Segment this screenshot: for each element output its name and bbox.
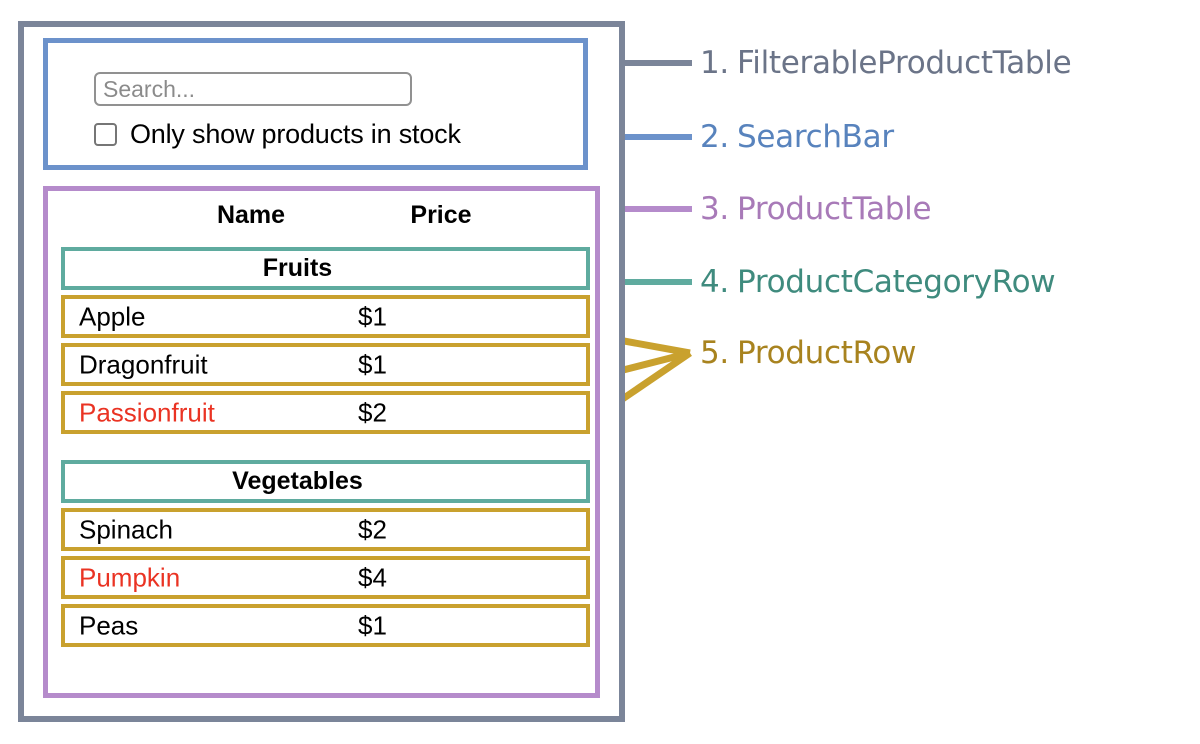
- column-header-name: Name: [216, 201, 286, 229]
- annotation-label-search-bar: 2.SearchBar: [700, 119, 894, 155]
- annotation-text: SearchBar: [736, 119, 894, 155]
- product-price: $1: [358, 301, 387, 331]
- product-row: Passionfruit $2: [61, 391, 590, 434]
- product-row: Apple $1: [61, 295, 590, 338]
- product-row: Peas $1: [61, 604, 590, 647]
- product-category-row: Vegetables: [61, 460, 590, 503]
- in-stock-checkbox[interactable]: [94, 123, 117, 146]
- product-table-frame: Name Price Fruits Apple $1 Dragonfruit $…: [43, 186, 600, 698]
- annotation-label-product-row: 5.ProductRow: [700, 335, 916, 371]
- in-stock-filter-row[interactable]: Only show products in stock: [94, 119, 461, 150]
- product-price: $4: [358, 562, 387, 592]
- product-table-header: Name Price: [48, 201, 588, 239]
- product-price: $1: [358, 349, 387, 379]
- product-row: Pumpkin $4: [61, 556, 590, 599]
- product-category-row: Fruits: [61, 247, 590, 290]
- annotation-text: FilterableProductTable: [736, 45, 1072, 81]
- annotation-text: ProductCategoryRow: [736, 264, 1056, 300]
- annotation-number: 4.: [700, 264, 729, 300]
- annotation-number: 1.: [700, 45, 729, 81]
- product-category-label: Fruits: [262, 254, 333, 282]
- product-category-label: Vegetables: [232, 467, 363, 495]
- annotation-text: ProductTable: [736, 191, 932, 227]
- in-stock-checkbox-label: Only show products in stock: [130, 119, 461, 149]
- product-table-body: Fruits Apple $1 Dragonfruit $1 Passionfr…: [61, 247, 590, 652]
- product-name: Pumpkin: [79, 562, 181, 592]
- annotation-text: ProductRow: [736, 335, 917, 371]
- column-header-price: Price: [410, 201, 472, 229]
- product-row: Spinach $2: [61, 508, 590, 551]
- search-input[interactable]: [94, 72, 412, 106]
- product-price: $1: [358, 610, 387, 640]
- product-price: $2: [358, 397, 387, 427]
- product-name: Dragonfruit: [79, 349, 208, 379]
- annotation-label-filterable-product-table: 1.FilterableProductTable: [700, 45, 1072, 81]
- annotation-number: 2.: [700, 119, 729, 155]
- annotation-label-product-table: 3.ProductTable: [700, 191, 932, 227]
- product-name: Peas: [79, 610, 139, 640]
- product-name: Apple: [79, 301, 146, 331]
- search-bar-frame: Only show products in stock: [43, 38, 588, 170]
- product-name: Passionfruit: [79, 397, 215, 427]
- annotation-number: 5.: [700, 335, 729, 371]
- annotation-label-product-category-row: 4.ProductCategoryRow: [700, 264, 1056, 300]
- product-price: $2: [358, 514, 387, 544]
- product-name: Spinach: [79, 514, 173, 544]
- product-row: Dragonfruit $1: [61, 343, 590, 386]
- annotation-number: 3.: [700, 191, 729, 227]
